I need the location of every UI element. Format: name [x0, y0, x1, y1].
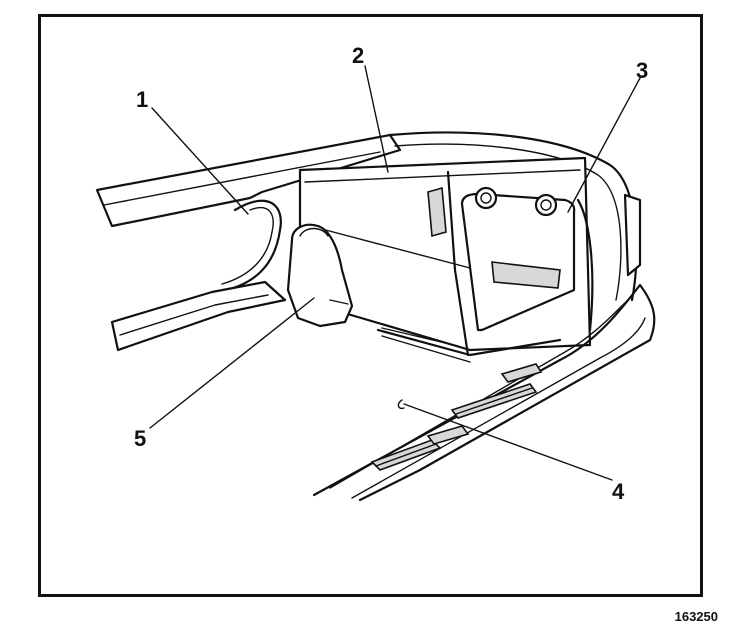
callout-5: 5: [134, 426, 146, 451]
carpet-marker: [397, 399, 405, 410]
rear-speaker-panel: [460, 192, 576, 332]
sill-plate-markings: [370, 363, 543, 471]
callout-1: 1: [136, 87, 148, 112]
right-speaker: [534, 193, 558, 217]
rear-sill-inner: [329, 299, 629, 489]
pass-through-slot: [427, 186, 447, 238]
left-quarter-panel-edge: [103, 151, 381, 206]
diagram-frame: [38, 14, 703, 597]
left-speaker: [474, 186, 498, 210]
jack-cover-cap: [299, 227, 329, 237]
leader-5: [149, 297, 315, 429]
bulkhead-top-line: [304, 169, 581, 183]
left-wheelhouse-arch: [216, 199, 282, 294]
left-lower-sill-line: [119, 294, 269, 336]
trunk-opening-inner-rim: [394, 143, 622, 301]
rear-sill-lower: [351, 317, 646, 499]
leader-4: [403, 403, 613, 481]
panel-handle-recess: [491, 261, 561, 289]
trunk-floor-line: [381, 335, 471, 363]
jack-cover-seam: [329, 299, 349, 305]
left-speaker-inner: [480, 192, 492, 204]
rear-sill-outer: [312, 283, 656, 502]
callout-4: 4: [612, 479, 625, 504]
trunk-floor-edge: [376, 328, 562, 357]
floor-line: [381, 327, 459, 347]
callout-3: 3: [636, 58, 648, 83]
left-wheelhouse-arch-inner: [221, 206, 274, 285]
right-speaker-inner: [540, 199, 552, 211]
leader-3: [567, 77, 641, 213]
figure-number: 163250: [674, 609, 718, 624]
callout-2: 2: [352, 43, 364, 68]
leader-2: [364, 65, 389, 173]
right-inner-trim: [576, 198, 594, 332]
leader-1: [151, 107, 249, 215]
left-lower-sill: [110, 280, 287, 352]
bulkhead-bottom-line: [317, 227, 471, 269]
bulkhead-rib: [446, 170, 470, 357]
right-hinge: [623, 193, 642, 277]
